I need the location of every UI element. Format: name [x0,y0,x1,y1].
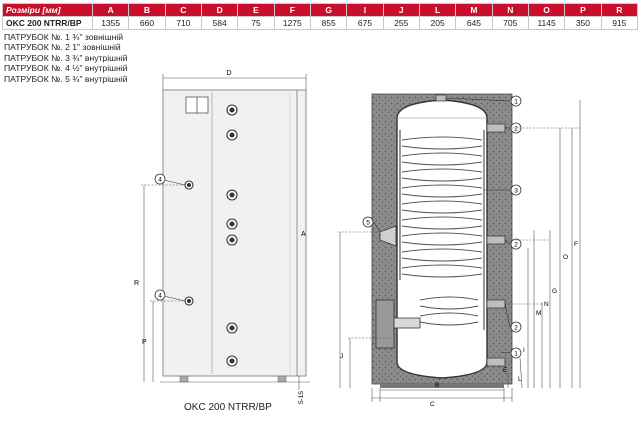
callout-4-lower [154,289,166,301]
label-m: M [536,310,541,317]
dimension-value: 1145 [527,16,566,30]
col-header: O [527,3,566,17]
col-header: N [491,3,529,17]
legend-item: ПАТРУБОК №. 5 ¾" внутрішній [4,73,128,84]
label-j: J [340,353,343,360]
legend-item: ПАТРУБОК №. 2 1" зовнішній [4,42,121,53]
svg-text:5: 5 [366,220,370,227]
label-e: E [503,367,508,374]
svg-text:2: 2 [514,126,518,133]
svg-text:2: 2 [514,325,518,332]
svg-text:3: 3 [514,188,518,195]
svg-text:4: 4 [158,177,162,184]
col-header: E [237,3,275,17]
side-connections [184,104,238,367]
legend-item: ПАТРУБОК №. 1 ¾" зовнішній [4,32,124,42]
label-f: F [574,241,578,248]
label-l: L [518,376,522,383]
dimension-value: 915 [600,16,639,30]
label-r: R [134,280,139,287]
connection-5 [379,225,397,247]
dimension-lines-right [505,100,581,389]
inner-tank [396,99,488,379]
label-g: G [552,288,557,295]
label-o: O [563,254,568,261]
dimension-value: 350 [564,16,602,30]
label-tolerance: 5-15 [298,391,305,404]
col-header: R [600,3,639,17]
dimension-value: 584 [200,16,239,30]
drawing-caption: OKC 200 NTRR/BP [184,402,272,413]
legend-item: ПАТРУБОК №. 3 ¾" внутрішній [4,52,128,63]
dimension-value: 705 [491,16,529,30]
svg-text:1: 1 [514,351,518,358]
side-view: D A R P [134,70,310,404]
flange [375,299,395,349]
model-name: OKC 200 NTRR/BP [2,16,93,30]
legend-item: ПАТРУБОК №. 4 ½" внутрішній [4,63,128,74]
dimension-value: 710 [164,16,202,30]
col-header: A [91,3,130,17]
connection-legend: ПАТРУБОК №. 1 ¾" зовнішній ПАТРУБОК №. 2… [4,32,127,84]
heat-exchanger-coil [401,136,483,326]
col-header: G [309,3,348,17]
section-callouts: 1 2 3 2 2 1 5 [362,95,522,359]
label-i: I [523,347,525,354]
dimension-value: 660 [128,16,166,30]
dimension-value: 855 [309,16,348,30]
label-a: A [301,231,306,238]
dimension-table: Розміри [мм] A B C D E F G I J L M N O P… [2,3,639,30]
callout-4-upper [154,173,166,185]
section-view: 1 2 3 2 2 1 5 [338,93,581,408]
col-header: D [200,3,239,17]
label-d: D [226,70,231,77]
dimension-value: 75 [237,16,275,30]
col-header: L [418,3,457,17]
label-b: B [435,382,439,389]
right-connections [435,94,506,367]
dimension-header-label: Розміри [мм] [2,3,93,17]
label-c: C [430,401,435,408]
label-n: N [544,301,549,308]
label-p: P [142,339,147,346]
dimension-value-row: OKC 200 NTRR/BP 1355 660 710 584 75 1275… [2,16,639,30]
dimension-value: 205 [418,16,457,30]
svg-text:4: 4 [158,293,162,300]
col-header: I [346,3,384,17]
svg-text:2: 2 [514,242,518,249]
svg-text:1: 1 [514,99,518,106]
heating-element [393,317,421,329]
